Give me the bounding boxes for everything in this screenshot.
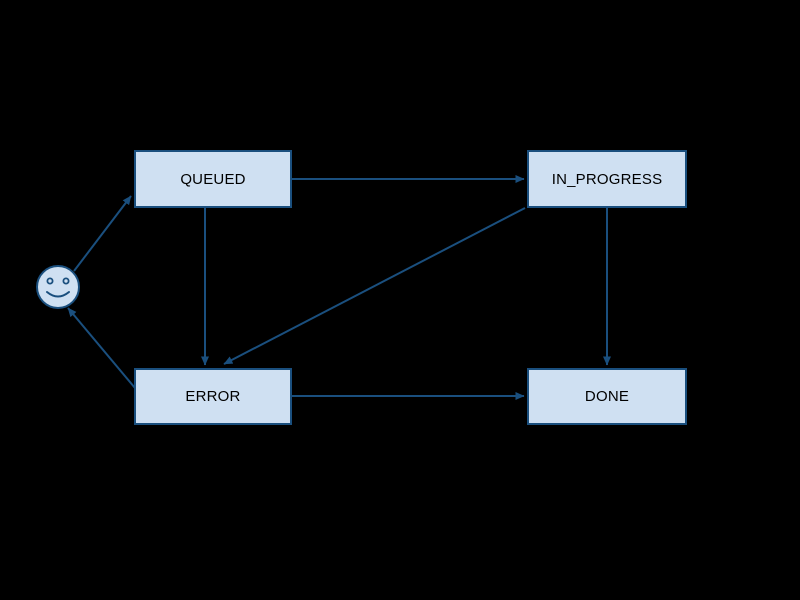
start-node[interactable] bbox=[36, 265, 80, 309]
state-node-queued-label: QUEUED bbox=[180, 170, 246, 188]
state-node-done[interactable]: DONE bbox=[527, 368, 687, 425]
state-node-queued[interactable]: QUEUED bbox=[134, 150, 292, 208]
state-node-in-progress[interactable]: IN_PROGRESS bbox=[527, 150, 687, 208]
smiley-right-eye-icon bbox=[62, 277, 70, 285]
edge-error-to-start[interactable] bbox=[67, 307, 141, 395]
smiley-left-eye-icon bbox=[46, 277, 54, 285]
state-node-error[interactable]: ERROR bbox=[134, 368, 292, 425]
smiley-mouth-icon bbox=[46, 291, 70, 298]
state-node-in-progress-label: IN_PROGRESS bbox=[551, 170, 663, 188]
edge-start-to-queued[interactable] bbox=[73, 195, 132, 272]
smiley-face-icon[interactable] bbox=[36, 265, 80, 309]
edge-in-progress-to-error[interactable] bbox=[223, 207, 526, 365]
state-node-error-label: ERROR bbox=[185, 388, 241, 405]
state-node-done-label: DONE bbox=[584, 388, 630, 405]
